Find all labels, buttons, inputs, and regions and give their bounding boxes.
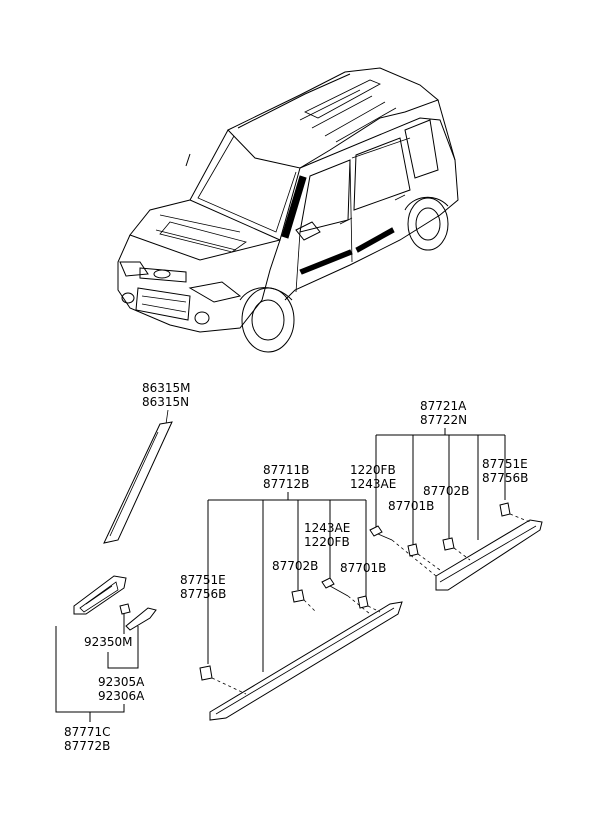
label-87701b-front: 87701B bbox=[340, 561, 386, 575]
label-87772b: 87772B bbox=[64, 739, 110, 753]
clip-end-front-part bbox=[199, 665, 213, 681]
label-87702b-front: 87702B bbox=[272, 559, 318, 573]
label-86315n: 86315N bbox=[142, 395, 189, 409]
label-92350m: 92350M bbox=[84, 635, 133, 649]
grommet-rear-part bbox=[442, 537, 455, 551]
label-86315m: 86315M bbox=[142, 381, 191, 395]
label-92306a: 92306A bbox=[98, 689, 145, 703]
grommet-front-part bbox=[291, 589, 305, 603]
clip-front-part bbox=[357, 595, 369, 609]
label-87722n: 87722N bbox=[420, 413, 467, 427]
pillar-garnish-part bbox=[103, 421, 173, 544]
label-92305a: 92305A bbox=[98, 675, 145, 689]
clip-end-rear-part bbox=[499, 502, 511, 517]
clip-rear-part bbox=[407, 543, 419, 557]
label-87751e-rear: 87751E bbox=[482, 457, 528, 471]
vehicle-illustration bbox=[117, 67, 459, 353]
side-lamp-part bbox=[125, 607, 157, 631]
label-87771c: 87771C bbox=[64, 725, 111, 739]
pillar-garnish-group: 86315M 86315N bbox=[103, 381, 191, 544]
lamp-socket-part bbox=[119, 603, 131, 615]
label-1243ae-rear: 1243AE bbox=[350, 477, 396, 491]
front-door-molding-part bbox=[209, 601, 403, 721]
rear-door-molding-part bbox=[435, 519, 543, 591]
bolt-rear-part bbox=[369, 525, 383, 537]
side-garnish-part bbox=[73, 575, 127, 615]
label-87711b: 87711B bbox=[263, 463, 309, 477]
label-1220fb-rear: 1220FB bbox=[350, 463, 396, 477]
label-87751e-front: 87751E bbox=[180, 573, 226, 587]
side-garnish-group: 92350M 92305A 92306A 87771C 87772B bbox=[55, 575, 157, 753]
rear-molding-group: 87721A 87722N 1220FB 1243AE 87701B 87702… bbox=[350, 399, 543, 591]
label-87721a: 87721A bbox=[420, 399, 467, 413]
label-87712b: 87712B bbox=[263, 477, 309, 491]
label-87756b-front: 87756B bbox=[180, 587, 226, 601]
label-87702b-rear: 87702B bbox=[423, 484, 469, 498]
label-1220fb-front: 1220FB bbox=[304, 535, 350, 549]
front-molding-group: 87711B 87712B 1243AE 1220FB 87702B 87701… bbox=[180, 463, 403, 721]
label-1243ae-front: 1243AE bbox=[304, 521, 350, 535]
label-87756b-rear: 87756B bbox=[482, 471, 528, 485]
label-87701b-rear: 87701B bbox=[388, 499, 434, 513]
bolt-front-part bbox=[321, 577, 335, 589]
